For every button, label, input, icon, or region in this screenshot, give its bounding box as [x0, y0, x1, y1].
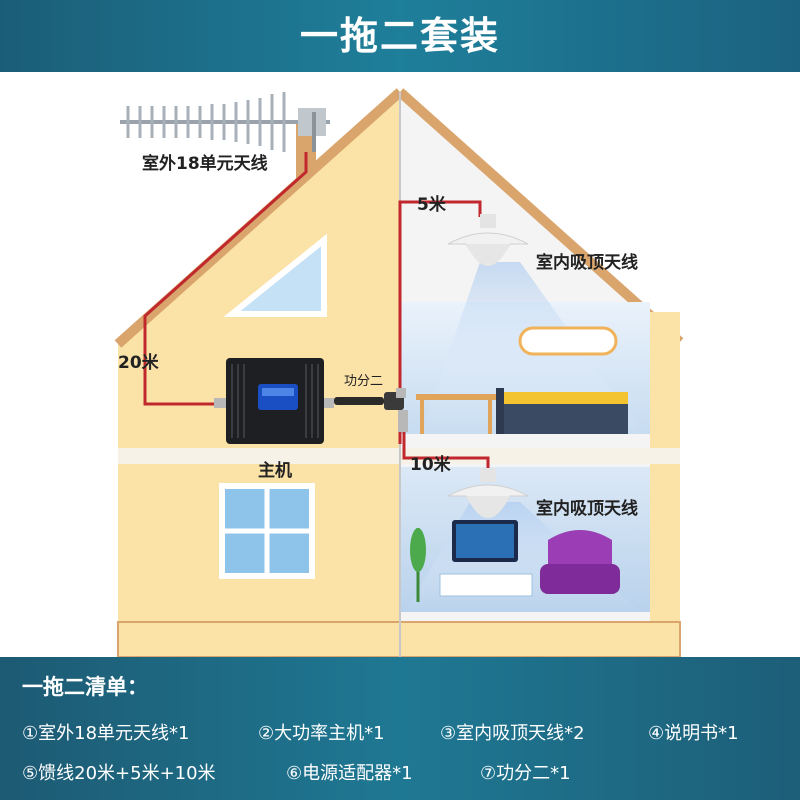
ceiling-antenna-bottom-icon [447, 468, 529, 518]
attic-window [223, 233, 327, 317]
yagi-antenna-icon [120, 92, 330, 152]
ceiling-antenna-top-icon [447, 214, 529, 266]
bedroom-furniture [416, 326, 628, 434]
repeater-host [214, 358, 334, 444]
list-item: ⑥电源适配器*1 [286, 763, 413, 784]
label-splitter: 功分二 [344, 374, 384, 389]
list-item: ⑦功分二*1 [480, 763, 571, 784]
label-host: 主机 [258, 461, 292, 481]
ground-floor-window [219, 483, 315, 579]
feeder-cables [143, 152, 490, 470]
label-indoor-antenna-bottom: 室内吸顶天线 [536, 499, 638, 519]
page-title: 一拖二套装 [299, 14, 500, 58]
list-item: ④说明书*1 [648, 723, 739, 744]
list-item: ⑤馈线20米+5米+10米 [22, 763, 216, 784]
label-cable-20m: 20米 [118, 353, 159, 373]
list-item: ②大功率主机*1 [258, 723, 385, 744]
list-item: ③室内吸顶天线*2 [440, 723, 585, 744]
package-list: 一拖二清单： ①室外18单元天线*1 ②大功率主机*1 ③室内吸顶天线*2 ④说… [0, 657, 800, 800]
label-outdoor-antenna: 室外18单元天线 [142, 154, 268, 174]
header-banner: 一拖二套装 [0, 0, 800, 72]
label-indoor-antenna-top: 室内吸顶天线 [536, 253, 638, 273]
package-list-title: 一拖二清单： [22, 675, 148, 699]
house-illustration [114, 88, 684, 657]
label-cable-10m: 10米 [410, 455, 451, 475]
living-room-furniture [410, 520, 620, 602]
house-diagram: 室外18单元天线 20米 5米 10米 主机 功分二 室内吸顶天线 室内吸顶天线 [0, 72, 800, 657]
label-cable-5m: 5米 [417, 195, 446, 215]
list-item: ①室外18单元天线*1 [22, 723, 190, 744]
splitter-icon [334, 388, 408, 432]
